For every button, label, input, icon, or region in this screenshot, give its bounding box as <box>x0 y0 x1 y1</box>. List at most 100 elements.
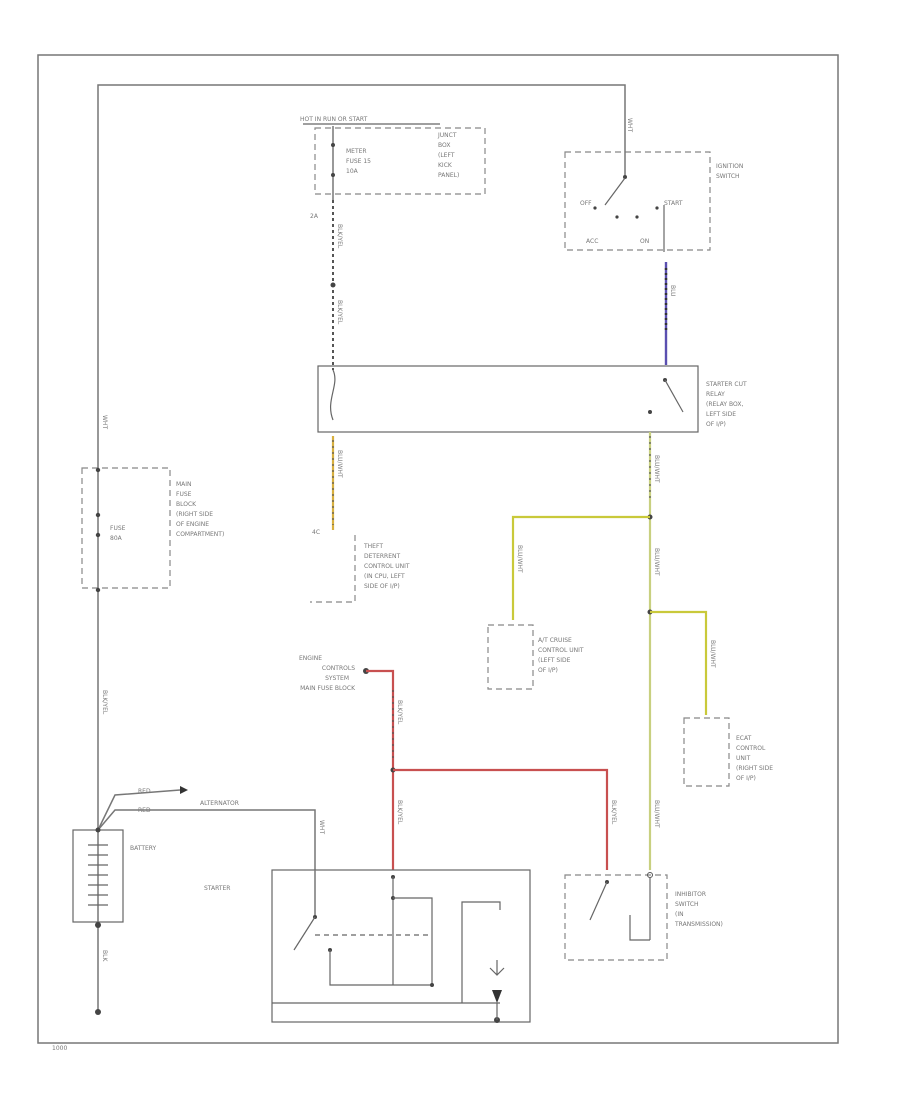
starter-cut-relay-label-5: OF I/P) <box>706 421 726 428</box>
starter-outline <box>271 869 531 1023</box>
wire-label-blk-wht-engine: BLK/YEL <box>396 700 403 725</box>
inhibitor-outline <box>564 874 668 961</box>
junction-box-label-1: JUNCT <box>437 132 457 139</box>
blu-wire: BLU <box>664 262 676 365</box>
cruise-unit-label-1: A/T CRUISE <box>538 637 572 644</box>
battery-label: BATTERY <box>130 845 157 852</box>
starter-cut-relay-group: STARTER CUT RELAY (RELAY BOX, LEFT SIDE … <box>317 365 747 433</box>
ecat-unit-label-5: OF I/P) <box>736 775 756 782</box>
wire-label-blu-wht-ecat: BLU/WHT <box>709 640 716 668</box>
wire-label-red-alt: RED <box>138 788 151 795</box>
inhibitor-label-3: (IN <box>675 911 684 918</box>
engine-controls-label-2: CONTROLS <box>322 665 355 672</box>
relay-output-wire: BLU/WHT BLU/WHT BLU/WHT <box>647 432 660 870</box>
ignition-acc-label: ACC <box>586 238 598 245</box>
wire-label-blu-wht-relay: BLU/WHT <box>653 455 660 483</box>
ignition-switch-group: OFF START ACC ON IGNITION SWITCH <box>564 150 743 252</box>
hot-in-run-label: HOT IN RUN OR START <box>300 116 368 123</box>
cruise-unit-outline <box>487 624 534 690</box>
wire-label-wht-starter: WHT <box>318 820 325 834</box>
main-fuse-label-4: (RIGHT SIDE <box>176 511 213 518</box>
battery-group: RED RED ALTERNATOR WHT BATTERY BLK <box>72 786 325 1015</box>
inhibitor-switch-group: INHIBITOR SWITCH (IN TRANSMISSION) <box>564 872 723 961</box>
blk-yel-wire: BLK/YEL BLK/YEL <box>330 200 343 370</box>
starter-cut-relay-label-4: LEFT SIDE <box>706 411 736 418</box>
wire-label-red-starter: RED <box>138 807 151 814</box>
starter-cut-relay-label-3: (RELAY BOX, <box>706 401 743 408</box>
meter-fuse-label-3: 10A <box>346 168 359 175</box>
wire-label-blu-wht-cruise: BLU/WHT <box>516 545 523 573</box>
theft-unit-label-3: CONTROL UNIT <box>364 563 410 570</box>
ignition-start-label: START <box>664 200 683 207</box>
junction-box-label-3: (LEFT <box>438 152 455 159</box>
engine-controls-group: ENGINE CONTROLS SYSTEM MAIN FUSE BLOCK B… <box>299 655 617 870</box>
wire-label-blk-yel-1: BLK/YEL <box>336 224 343 249</box>
inhibitor-label-2: SWITCH <box>675 901 699 908</box>
wire-label-blk-main: BLK/YEL <box>101 690 108 715</box>
engine-controls-label-4: MAIN FUSE BLOCK <box>300 685 356 692</box>
wire-label-blk-yel-2: BLK/YEL <box>336 300 343 325</box>
junction-box-outline <box>314 127 486 195</box>
wire-label-blu-wht-theft: BLU/WHT <box>336 450 343 478</box>
starter-group: STARTER <box>204 869 531 1023</box>
main-fuse-block-group: WHT FUSE 80A MAIN FUSE BLOCK (RIGHT SIDE… <box>81 415 224 1012</box>
starter-label: STARTER <box>204 885 230 892</box>
engine-controls-label-3: SYSTEM <box>325 675 349 682</box>
theft-unit-label-2: DETERRENT <box>364 553 400 560</box>
junction-box-label-4: KICK <box>438 162 453 169</box>
inhibitor-label-1: INHIBITOR <box>675 891 706 898</box>
pin-2a-label: 2A <box>310 213 319 220</box>
wire-label-wht-top: WHT <box>626 118 633 132</box>
ignition-off-label: OFF <box>580 200 592 207</box>
wire-label-blk-wht-starter: BLK/YEL <box>396 800 403 825</box>
diagram-frame <box>37 54 839 1044</box>
main-fuse-label-2: FUSE <box>176 491 192 498</box>
ecat-unit-label-3: UNIT <box>736 755 751 762</box>
ecat-unit-label-1: ECAT <box>736 735 752 742</box>
theft-unit-label-4: (IN CPU, LEFT <box>364 573 405 580</box>
cruise-branch: BLU/WHT A/T CRUISE CONTROL UNIT (LEFT SI… <box>487 515 650 690</box>
meter-fuse-label-1: METER <box>346 148 367 155</box>
starter-cut-relay-label-1: STARTER CUT <box>706 381 747 388</box>
main-fuse-label-3: BLOCK <box>176 501 197 508</box>
figure-code: 1000 <box>52 1045 67 1052</box>
main-fuse-label-6: COMPARTMENT) <box>176 531 224 538</box>
main-power-wire: WHT <box>97 84 633 430</box>
ecat-unit-outline <box>683 717 730 787</box>
theft-unit-label-5: SIDE OF I/P) <box>364 583 400 590</box>
meter-fuse-group: HOT IN RUN OR START METER FUSE 15 10A JU… <box>300 116 486 220</box>
ignition-on-label: ON <box>640 238 649 245</box>
wire-label-blk-wht-inhib: BLK/YEL <box>610 800 617 825</box>
ecat-unit-label-2: CONTROL <box>736 745 766 752</box>
starter-cut-relay-label-2: RELAY <box>706 391 725 398</box>
fuse-80a-label-2: 80A <box>110 535 123 542</box>
ecat-branch: BLU/WHT ECAT CONTROL UNIT (RIGHT SIDE OF… <box>650 610 773 787</box>
wire-label-wht-main: WHT <box>101 415 108 429</box>
main-fuse-outline <box>81 467 171 589</box>
ecat-unit-label-4: (RIGHT SIDE <box>736 765 773 772</box>
alternator-label: ALTERNATOR <box>200 800 239 807</box>
engine-controls-label-1: ENGINE <box>299 655 322 662</box>
inhibitor-label-4: TRANSMISSION) <box>674 921 723 928</box>
junction-box-label-2: BOX <box>438 142 450 149</box>
theft-unit-label-1: THEFT <box>363 543 383 550</box>
fuse-80a-label-1: FUSE <box>110 525 126 532</box>
ignition-switch-outline <box>564 151 711 251</box>
cruise-unit-label-4: OF I/P) <box>538 667 558 674</box>
wire-label-blu-wht-lower: BLU/WHT <box>653 800 660 828</box>
main-fuse-label-5: OF ENGINE <box>176 521 209 528</box>
cruise-unit-label-3: (LEFT SIDE <box>538 657 571 664</box>
wire-label-blk-ground: BLK <box>101 950 108 962</box>
main-fuse-label-1: MAIN <box>176 481 192 488</box>
wire-label-blu: BLU <box>669 285 676 297</box>
starter-cut-relay-outline <box>317 365 699 433</box>
wire-label-blu-wht-mid: BLU/WHT <box>653 548 660 576</box>
cruise-unit-label-2: CONTROL UNIT <box>538 647 584 654</box>
pin-4c-label: 4C <box>312 529 320 536</box>
junction-box-label-5: PANEL) <box>438 172 459 179</box>
meter-fuse-label-2: FUSE 15 <box>346 158 371 165</box>
ignition-switch-label-2: SWITCH <box>716 173 740 180</box>
ignition-switch-label-1: IGNITION <box>716 163 743 170</box>
theft-wire: BLU/WHT 4C THEFT DETERRENT CONTROL UNIT … <box>310 436 410 603</box>
